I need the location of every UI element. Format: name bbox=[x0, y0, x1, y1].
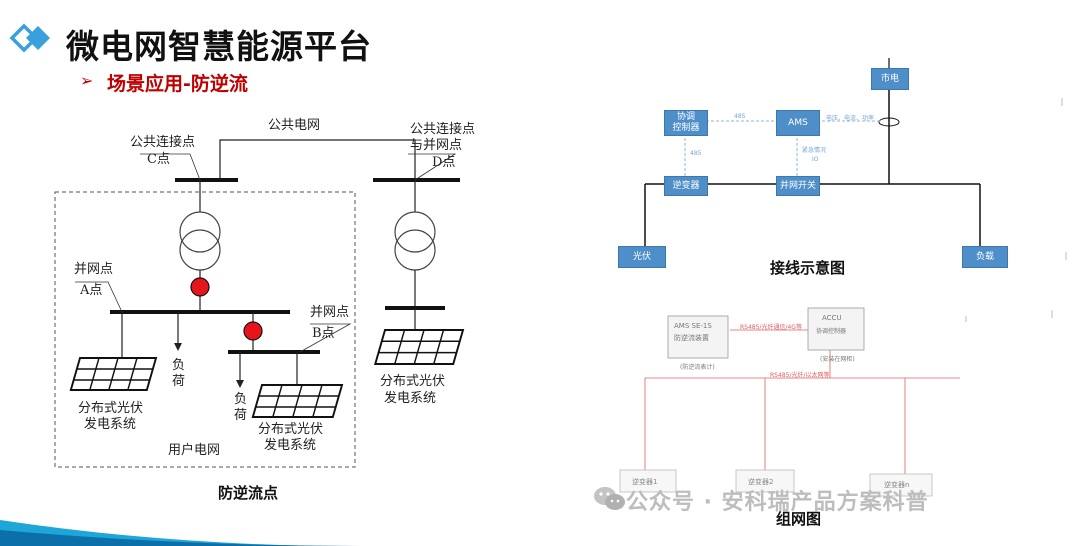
network-inverter-1: 逆变器1 bbox=[632, 478, 658, 486]
network-link-top: RS485/光纤通信/4G等 bbox=[740, 324, 802, 331]
public-grid-label: 公共电网 bbox=[268, 118, 321, 133]
ams-device-label-1: AMS SE-1S bbox=[674, 322, 712, 330]
link-485-left: 485 bbox=[690, 150, 702, 157]
page-title: 微电网智慧能源平台 bbox=[66, 27, 372, 66]
accu-device-label-1: ACCU bbox=[822, 314, 842, 322]
arrow-bullet-icon: ➢ bbox=[80, 71, 94, 90]
pv-box: 光伏 bbox=[618, 246, 666, 268]
load-2-label-a: 负 bbox=[234, 392, 248, 407]
point-d-label-1: 公共连接点 bbox=[410, 122, 476, 137]
controller-box: 协调 控制器 bbox=[664, 110, 708, 136]
point-c-label-2: C点 bbox=[147, 152, 170, 167]
ams-box: AMS bbox=[776, 110, 820, 136]
pv-2-label-1: 分布式光伏 bbox=[258, 422, 324, 437]
pv-1-label-2: 发电系统 bbox=[84, 417, 137, 432]
wechat-icon bbox=[594, 487, 625, 510]
grid-switch-box: 并网开关 bbox=[776, 176, 820, 196]
accu-device-note: (安装在网柜) bbox=[820, 356, 855, 363]
controller-label-1: 协调 bbox=[676, 112, 695, 122]
point-b-label-2: B点 bbox=[312, 326, 335, 341]
load-box: 负载 bbox=[962, 246, 1008, 268]
link-485-top: 485 bbox=[734, 113, 746, 120]
pv-3-label-1: 分布式光伏 bbox=[380, 374, 446, 389]
grid-box: 市电 bbox=[871, 68, 909, 90]
accu-device-label-2: 协调控制器 bbox=[816, 328, 847, 335]
load-2-label-b: 荷 bbox=[234, 408, 248, 423]
point-a-label-2: A点 bbox=[80, 283, 103, 298]
inverter-box: 逆变器 bbox=[664, 176, 708, 196]
network-inverter-2: 逆变器2 bbox=[748, 478, 774, 486]
pv-1-label-1: 分布式光伏 bbox=[78, 401, 144, 416]
point-d-label-2: 与并网点 bbox=[410, 138, 463, 153]
ams-device-label-2: 防逆流装置 bbox=[674, 334, 709, 342]
link-emergency-1: 紧急情况 bbox=[802, 147, 827, 154]
point-a-label-1: 并网点 bbox=[74, 262, 114, 277]
point-b-label-1: 并网点 bbox=[310, 305, 350, 320]
watermark-text: 公众号 · 安科瑞产品方案科普 bbox=[626, 490, 929, 515]
network-inverter-n: 逆变器n bbox=[884, 481, 910, 489]
title-diamond-icon bbox=[9, 23, 50, 53]
load-1-label-b: 荷 bbox=[172, 374, 186, 389]
pv-3-label-2: 发电系统 bbox=[384, 391, 437, 406]
pv-2-label-2: 发电系统 bbox=[264, 438, 317, 453]
point-c-label-1: 公共连接点 bbox=[130, 135, 196, 150]
wiring-caption: 接线示意图 bbox=[770, 259, 846, 277]
anti-backflow-caption: 防逆流点 bbox=[218, 484, 279, 502]
link-emergency-2: IO bbox=[812, 156, 819, 163]
ams-device-note: (防逆流表计) bbox=[680, 364, 715, 371]
controller-label-2: 控制器 bbox=[672, 123, 700, 133]
load-1-label-a: 负 bbox=[172, 358, 186, 373]
link-signals: 电压、电流、功率 bbox=[826, 115, 875, 122]
page-subtitle: 场景应用-防逆流 bbox=[107, 73, 248, 95]
network-link-mid: RS485/光纤/以太网等 bbox=[770, 372, 830, 379]
user-grid-label: 用户电网 bbox=[168, 443, 221, 458]
point-d-label-3: D点 bbox=[432, 155, 456, 170]
network-caption: 组网图 bbox=[776, 510, 822, 528]
